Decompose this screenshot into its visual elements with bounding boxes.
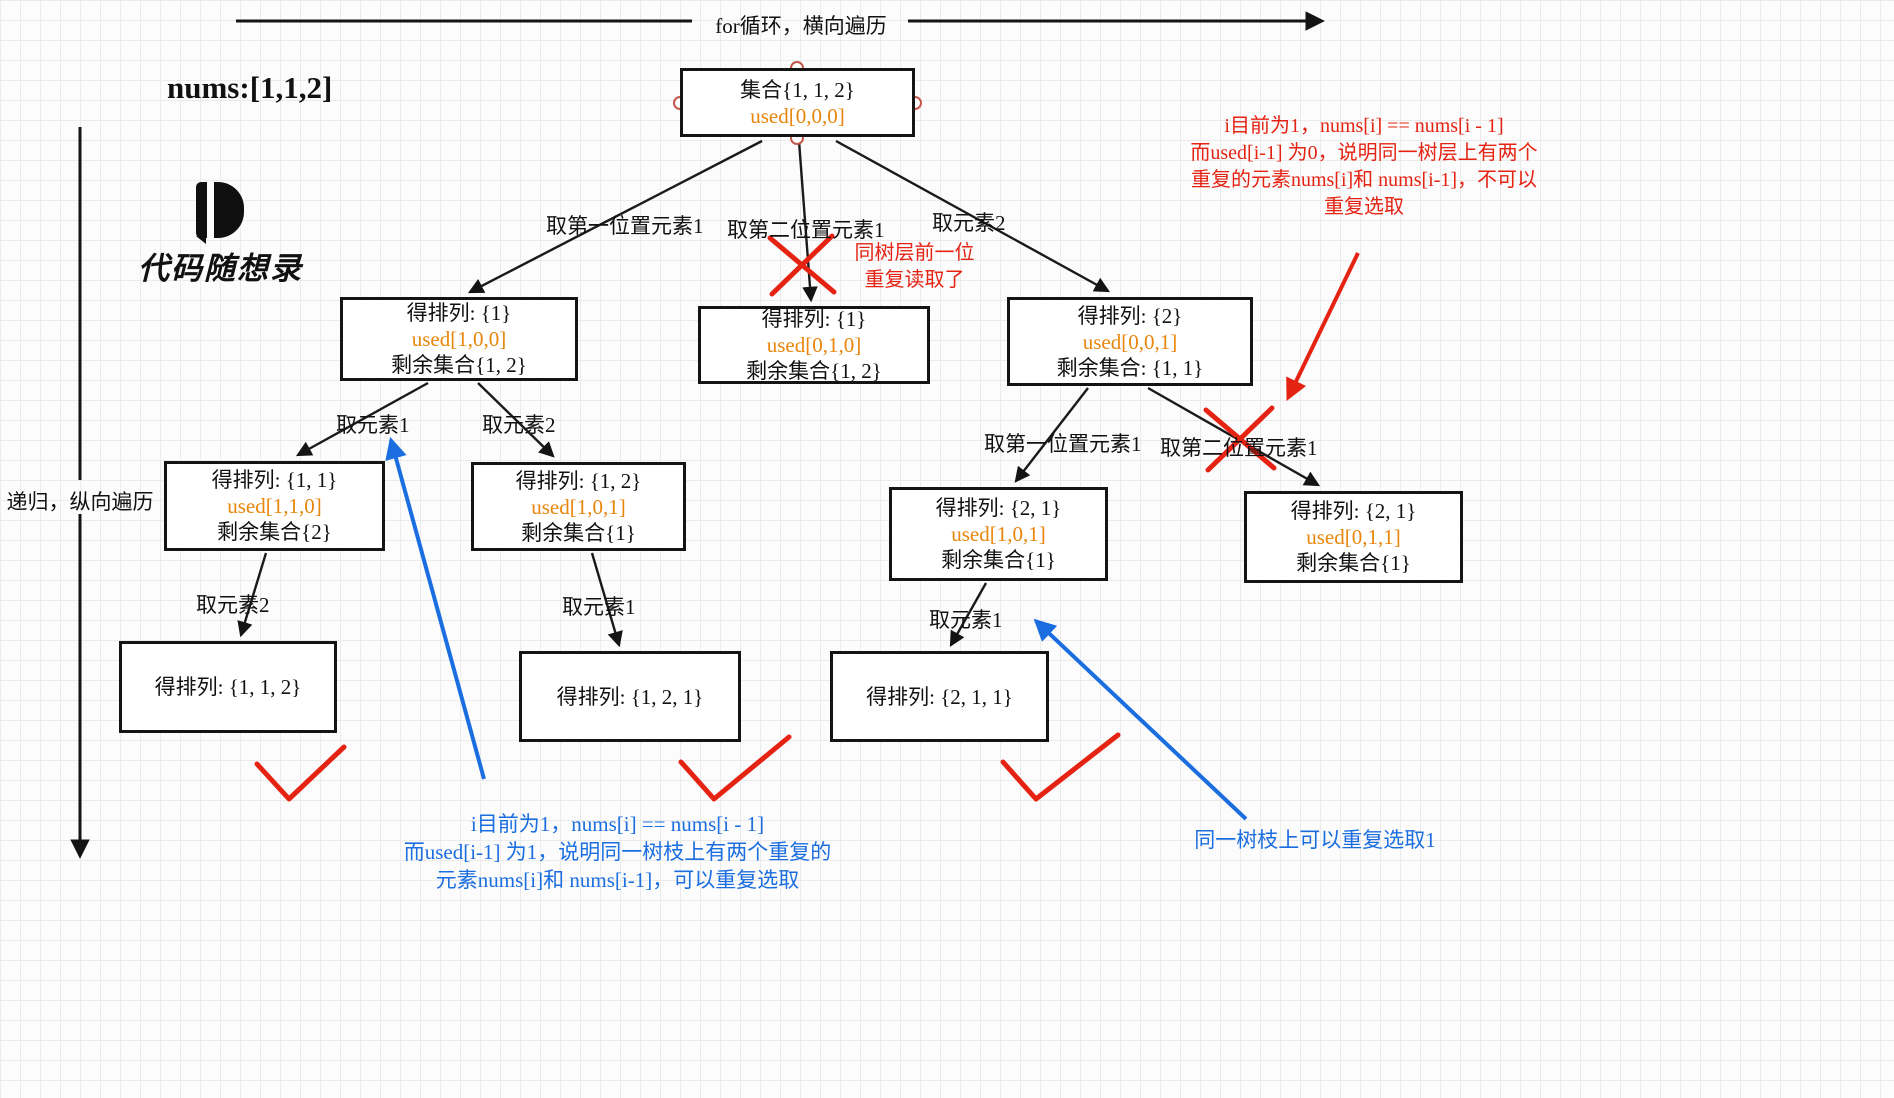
for-loop-label: for循环，横向遍历 bbox=[715, 14, 887, 38]
annotation-blue-rule: i目前为1，nums[i] == nums[i - 1] 而used[i-1] … bbox=[390, 810, 845, 894]
node-rest: 剩余集合{1, 2} bbox=[391, 353, 527, 377]
annotation-blue-branch: 同一树枝上可以重复选取1 bbox=[1180, 826, 1450, 854]
node-perm: 得排列: {1} bbox=[761, 307, 867, 331]
edge-label-take-elem1: 取元素1 bbox=[929, 608, 1003, 632]
node-used: used[0,1,1] bbox=[1306, 525, 1401, 549]
node-used: used[1,0,1] bbox=[531, 494, 626, 519]
node-used: used[0,1,0] bbox=[766, 333, 862, 357]
node-used: used[1,1,0] bbox=[227, 494, 322, 518]
annotation-line: 而used[i-1] 为1，说明同一树枝上有两个重复的 bbox=[403, 840, 832, 864]
node-rest: 剩余集合: {1, 1} bbox=[1056, 355, 1204, 380]
tree-node-result-211: 得排列: {2, 1, 1} bbox=[830, 651, 1049, 742]
site-logo-text: 代码随想录 bbox=[138, 251, 303, 286]
edge-label-take-elem2: 取元素2 bbox=[196, 593, 270, 617]
edge-label-take-pos1-elem1: 取第一位置元素1 bbox=[546, 214, 704, 238]
node-rest: 剩余集合{2} bbox=[217, 520, 332, 544]
node-perm: 得排列: {2} bbox=[1077, 303, 1183, 328]
edge-label-take-elem2: 取元素2 bbox=[932, 211, 1006, 235]
red-annotation-arrow bbox=[1286, 252, 1360, 401]
node-perm: 得排列: {2, 1} bbox=[1290, 499, 1417, 523]
prune-x-level-mark bbox=[767, 233, 837, 297]
node-rest: 剩余集合{1} bbox=[521, 520, 636, 545]
result-checkmarks bbox=[254, 732, 1121, 802]
tree-node-p1: 得排列: {1} used[1,0,0] 剩余集合{1, 2} bbox=[340, 297, 578, 381]
edge-label-take-elem1: 取元素1 bbox=[562, 595, 636, 619]
annotation-line: 重复读取了 bbox=[864, 269, 965, 291]
tree-node-p21-duplicate: 得排列: {2, 1} used[0,1,1] 剩余集合{1} bbox=[1244, 491, 1463, 583]
annotation-line: 同树层前一位 bbox=[854, 242, 975, 264]
blue-annotation-arrow-right bbox=[1033, 618, 1248, 821]
node-set: 集合{1, 1, 2} bbox=[740, 77, 855, 102]
node-perm: 得排列: {1, 1, 2} bbox=[154, 675, 302, 699]
node-perm: 得排列: {1, 2, 1} bbox=[556, 684, 704, 709]
node-used: used[0,0,1] bbox=[1082, 329, 1178, 354]
node-rest: 剩余集合{1} bbox=[941, 548, 1056, 572]
node-perm: 得排列: {1, 2} bbox=[515, 468, 642, 493]
edge-label-take-pos2-elem1: 取第二位置元素1 bbox=[1160, 436, 1318, 460]
annotation-layer-duplicate: 同树层前一位 重复读取了 bbox=[842, 240, 987, 294]
annotation-line: 元素nums[i]和 nums[i-1]，可以重复选取 bbox=[435, 868, 800, 892]
tree-node-result-112: 得排列: {1, 1, 2} bbox=[119, 641, 337, 733]
recursion-label: 递归，纵向遍历 bbox=[6, 490, 154, 514]
edge-label-take-elem1: 取元素1 bbox=[336, 413, 410, 437]
node-perm: 得排列: {1} bbox=[406, 301, 512, 325]
annotation-line: i目前为1，nums[i] == nums[i - 1] bbox=[470, 812, 765, 836]
node-used: used[1,0,1] bbox=[951, 522, 1046, 546]
node-used: used[0,0,0] bbox=[750, 103, 845, 128]
tree-node-p21: 得排列: {2, 1} used[1,0,1] 剩余集合{1} bbox=[889, 487, 1108, 581]
tree-node-root: 集合{1, 1, 2} used[0,0,0] bbox=[680, 68, 915, 137]
node-rest: 剩余集合{1} bbox=[1296, 551, 1411, 575]
nums-input-label: nums:[1,1,2] bbox=[167, 70, 333, 105]
tree-node-p12: 得排列: {1, 2} used[1,0,1] 剩余集合{1} bbox=[471, 462, 686, 551]
annotation-line: 重复的元素nums[i]和 nums[i-1]，不可以 bbox=[1190, 169, 1538, 191]
node-perm: 得排列: {1, 1} bbox=[211, 468, 338, 492]
tree-node-p1-duplicate: 得排列: {1} used[0,1,0] 剩余集合{1, 2} bbox=[698, 306, 930, 384]
node-perm: 得排列: {2, 1, 1} bbox=[866, 684, 1013, 709]
annotation-line: 而used[i-1] 为0，说明同一树层上有两个 bbox=[1190, 142, 1538, 164]
node-perm: 得排列: {2, 1} bbox=[935, 496, 1062, 520]
annotation-red-rule: i目前为1，nums[i] == nums[i - 1] 而used[i-1] … bbox=[1168, 113, 1560, 221]
tree-node-p11: 得排列: {1, 1} used[1,1,0] 剩余集合{2} bbox=[164, 461, 385, 551]
tree-node-result-121: 得排列: {1, 2, 1} bbox=[519, 651, 741, 742]
site-logo-icon bbox=[196, 182, 244, 244]
edge-label-take-pos2-elem1: 取第二位置元素1 bbox=[727, 218, 885, 242]
annotation-line: 同一树枝上可以重复选取1 bbox=[1194, 828, 1436, 852]
annotation-line: i目前为1，nums[i] == nums[i - 1] bbox=[1224, 115, 1504, 137]
edge-label-take-pos1-elem1: 取第一位置元素1 bbox=[984, 432, 1142, 456]
edge-label-take-elem2: 取元素2 bbox=[482, 413, 556, 437]
annotation-line: 重复选取 bbox=[1324, 196, 1404, 218]
node-used: used[1,0,0] bbox=[411, 327, 507, 351]
tree-node-p2: 得排列: {2} used[0,0,1] 剩余集合: {1, 1} bbox=[1007, 297, 1253, 386]
node-rest: 剩余集合{1, 2} bbox=[746, 359, 882, 383]
